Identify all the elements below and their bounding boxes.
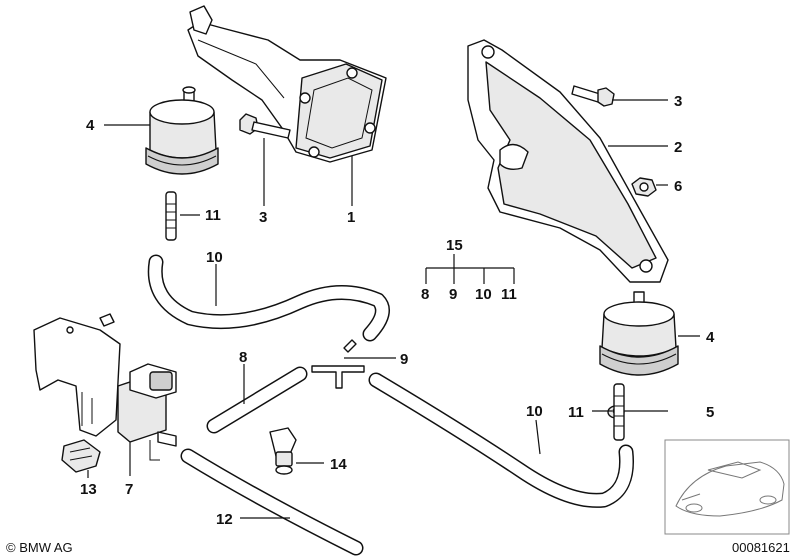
nut (631, 177, 657, 197)
group-15-bracket (425, 254, 515, 284)
callout-11-right: 11 (568, 404, 584, 421)
hose-connector-right (613, 383, 625, 441)
leader-lines (87, 99, 700, 519)
callout-4-left: 4 (86, 117, 95, 134)
straight-hose (206, 366, 308, 434)
callout-3-right: 3 (674, 93, 682, 110)
hose-clip (61, 439, 101, 473)
group-15-item-9: 9 (449, 286, 457, 303)
group-15-item-8: 8 (421, 286, 429, 303)
callout-1: 1 (347, 209, 355, 226)
pressure-converter-valve (117, 363, 177, 461)
callout-11-left: 11 (205, 207, 221, 224)
engine-support-bracket-left (187, 5, 387, 163)
hose-connector-left (165, 191, 177, 241)
group-15-item-10: 10 (475, 286, 492, 303)
callout-8: 8 (239, 349, 247, 366)
callout-5: 5 (706, 404, 714, 421)
callout-12: 12 (216, 511, 233, 528)
valve-mounting-bracket (33, 313, 121, 437)
bolt-left (239, 113, 291, 139)
engine-support-bracket-right (467, 39, 669, 283)
callout-14: 14 (330, 456, 347, 473)
vehicle-thumbnail (664, 439, 790, 535)
group-15-title: 15 (446, 237, 463, 254)
check-valve (269, 427, 297, 475)
callout-6: 6 (674, 178, 682, 195)
long-hose (180, 448, 364, 556)
callout-9: 9 (400, 351, 408, 368)
callout-7: 7 (125, 481, 133, 498)
vacuum-hose-lower (368, 372, 635, 508)
brand-copyright: © BMW AG (6, 540, 73, 555)
engine-mount-right (599, 291, 679, 376)
engine-mount-left (145, 86, 219, 175)
image-number: 00081621 (732, 540, 790, 555)
callout-2: 2 (674, 139, 682, 156)
callout-4-right: 4 (706, 329, 715, 346)
callout-10-upper: 10 (206, 249, 223, 266)
group-15-item-11: 11 (501, 286, 517, 303)
callout-13: 13 (80, 481, 97, 498)
callout-10-lower: 10 (526, 403, 543, 420)
vacuum-hose-upper (147, 254, 390, 342)
bolt-right (571, 85, 615, 107)
callout-3-left: 3 (259, 209, 267, 226)
t-connector (311, 339, 365, 389)
